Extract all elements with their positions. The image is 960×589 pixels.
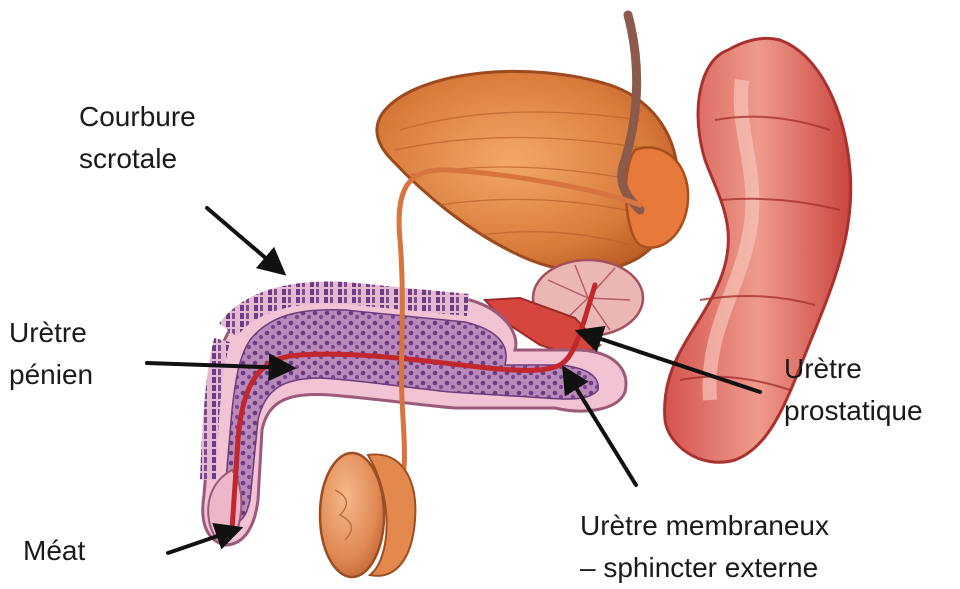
label-uretre-prostatique-line1: Urètre <box>784 348 923 390</box>
label-uretre-prostatique: Urètre prostatique <box>784 348 923 432</box>
arrow-courbure-scrotale <box>207 208 282 272</box>
label-courbure-line2: scrotale <box>79 138 196 180</box>
label-uretre-membraneux-line1: Urètre membraneux <box>580 505 829 547</box>
label-uretre-penien-line2: pénien <box>9 354 93 396</box>
label-uretre-penien-line1: Urètre <box>9 312 93 354</box>
label-uretre-penien: Urètre pénien <box>9 312 93 396</box>
label-courbure-line1: Courbure <box>79 96 196 138</box>
label-meat: Méat <box>23 530 85 572</box>
seminal-vesicle <box>626 147 688 247</box>
label-uretre-membraneux-line2: – sphincter externe <box>580 547 829 589</box>
label-courbure-scrotale: Courbure scrotale <box>79 96 196 180</box>
label-uretre-membraneux: Urètre membraneux – sphincter externe <box>580 505 829 589</box>
testis <box>320 453 415 577</box>
label-uretre-prostatique-line2: prostatique <box>784 390 923 432</box>
label-meat-line1: Méat <box>23 530 85 572</box>
